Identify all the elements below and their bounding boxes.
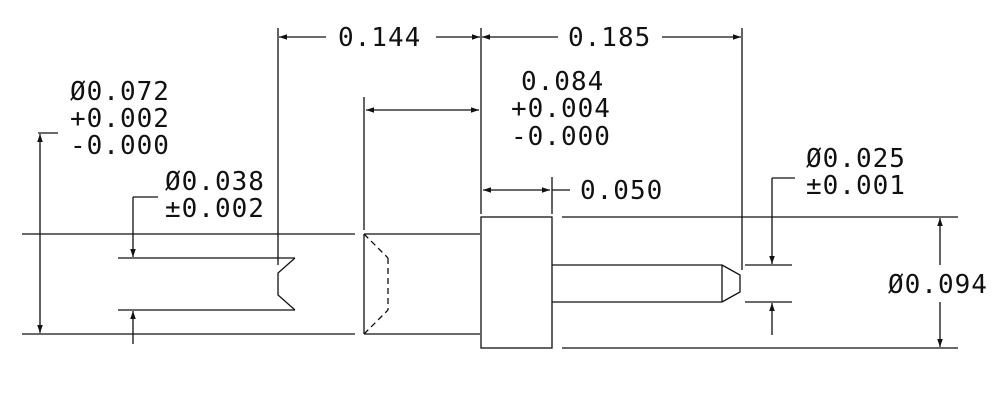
dimension-lines <box>37 34 943 347</box>
label-0025-tol: ±0.001 <box>806 171 906 201</box>
part-outline <box>22 216 741 349</box>
collar <box>480 216 553 349</box>
extension-lines <box>277 28 958 349</box>
label-0084-minus: -0.000 <box>511 122 611 152</box>
pin-tip <box>721 264 741 303</box>
label-0094: Ø0.094 <box>888 270 988 300</box>
section-chamfer-upper <box>363 233 389 259</box>
label-0038-tol: ±0.002 <box>165 194 265 224</box>
label-0084-value: 0.084 <box>521 67 604 97</box>
section-chamfer-lower <box>363 309 389 335</box>
label-0084-plus: +0.004 <box>511 94 611 124</box>
label-0185: 0.185 <box>568 23 651 53</box>
label-0072-minus: -0.000 <box>70 131 170 161</box>
label-0025-value: Ø0.025 <box>806 144 906 174</box>
label-0072-value: Ø0.072 <box>70 77 170 107</box>
dimension-labels: 0.144 0.185 0.084 +0.004 -0.000 Ø0.072 +… <box>70 23 988 300</box>
label-0050: 0.050 <box>580 176 663 206</box>
label-0144: 0.144 <box>338 23 421 53</box>
label-0038-value: Ø0.038 <box>165 167 265 197</box>
drill-point <box>277 257 296 311</box>
label-0072-plus: +0.002 <box>70 104 170 134</box>
